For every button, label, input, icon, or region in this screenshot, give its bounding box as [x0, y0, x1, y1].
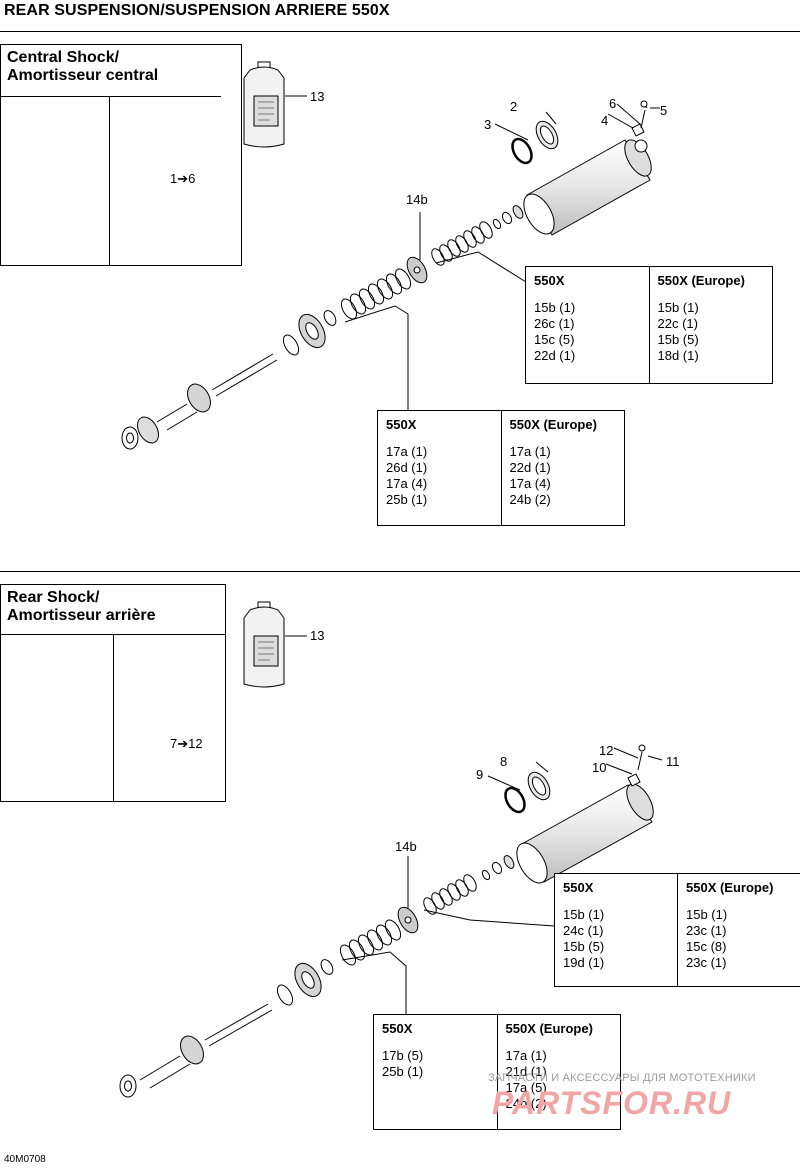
callout-9: 9 — [476, 767, 484, 782]
table-col-550x-europe: 550X (Europe) 15b (1) 23c (1) 15c (8) 23… — [677, 874, 800, 986]
callout-13: 13 — [310, 89, 325, 104]
figure-code: 40M0708 — [4, 1154, 46, 1165]
table-col-550x-europe: 550X (Europe) 17a (1) 21d (1) 17a (5) 24… — [496, 1015, 621, 1129]
table-col-550x-europe: 550X (Europe) 15b (1) 22c (1) 15b (5) 18… — [648, 267, 773, 383]
watermark-text: ЗАПЧАСТИ И АКСЕССУАРЫ ДЛЯ МОТОТЕХНИКИ — [488, 1072, 756, 1084]
rear-shock-table-lower: 550X 17b (5) 25b (1) 550X (Europe) 17a (… — [373, 1014, 621, 1130]
central-shock-heading: Central Shock/ Amortisseur central — [1, 45, 221, 97]
callout-5: 5 — [660, 103, 668, 118]
table-col-550x: 550X 15b (1) 26c (1) 15c (5) 22d (1) — [534, 273, 576, 363]
shim-stack-icon — [431, 221, 493, 266]
rear-shock-heading: Rear Shock/ Amortisseur arrière — [1, 585, 225, 635]
oil-bottle-icon — [243, 61, 285, 148]
callout-7-12: 7➔12 — [170, 736, 203, 751]
callout-12: 12 — [599, 743, 614, 758]
callout-13-rear: 13 — [310, 628, 325, 643]
callout-11: 11 — [666, 754, 680, 769]
callout-4: 4 — [601, 113, 609, 128]
table-col-550x: 550X 15b (1) 24c (1) 15b (5) 19d (1) — [563, 880, 605, 970]
oil-bottle-icon-2 — [243, 601, 285, 688]
callout-6: 6 — [609, 96, 617, 111]
callout-2: 2 — [510, 99, 518, 114]
table-col-550x: 550X 17b (5) 25b (1) — [382, 1021, 424, 1079]
rear-shock-body-icon — [516, 773, 654, 884]
rear-shock-overview: Rear Shock/ Amortisseur arrière — [0, 584, 226, 802]
rear-shock-table-upper: 550X 15b (1) 24c (1) 15b (5) 19d (1) 550… — [554, 873, 800, 987]
central-shock-overview: Central Shock/ Amortisseur central — [0, 44, 242, 266]
central-shock-table-upper: 550X 15b (1) 26c (1) 15c (5) 22d (1) 550… — [525, 266, 773, 384]
callout-14b-rear: 14b — [395, 839, 417, 854]
callout-3: 3 — [484, 117, 492, 132]
overview-divider — [113, 635, 114, 801]
top-divider — [0, 31, 800, 32]
table-col-550x: 550X 17a (1) 26d (1) 17a (4) 25b (1) — [386, 417, 428, 507]
overview-divider — [109, 97, 110, 265]
middle-divider — [0, 571, 800, 572]
table-col-550x-europe: 550X (Europe) 17a (1) 22d (1) 17a (4) 24… — [500, 411, 625, 525]
watermark-logo: PARTSFOR.RU — [492, 1085, 732, 1121]
central-shock-table-lower: 550X 17a (1) 26d (1) 17a (4) 25b (1) 550… — [377, 410, 625, 526]
callout-1-6: 1➔6 — [170, 171, 196, 186]
shock-body-icon — [523, 123, 652, 236]
callout-10: 10 — [592, 760, 607, 775]
callout-8: 8 — [500, 754, 508, 769]
callout-14b: 14b — [406, 192, 428, 207]
page-title: REAR SUSPENSION/SUSPENSION ARRIERE 550X — [4, 2, 390, 19]
